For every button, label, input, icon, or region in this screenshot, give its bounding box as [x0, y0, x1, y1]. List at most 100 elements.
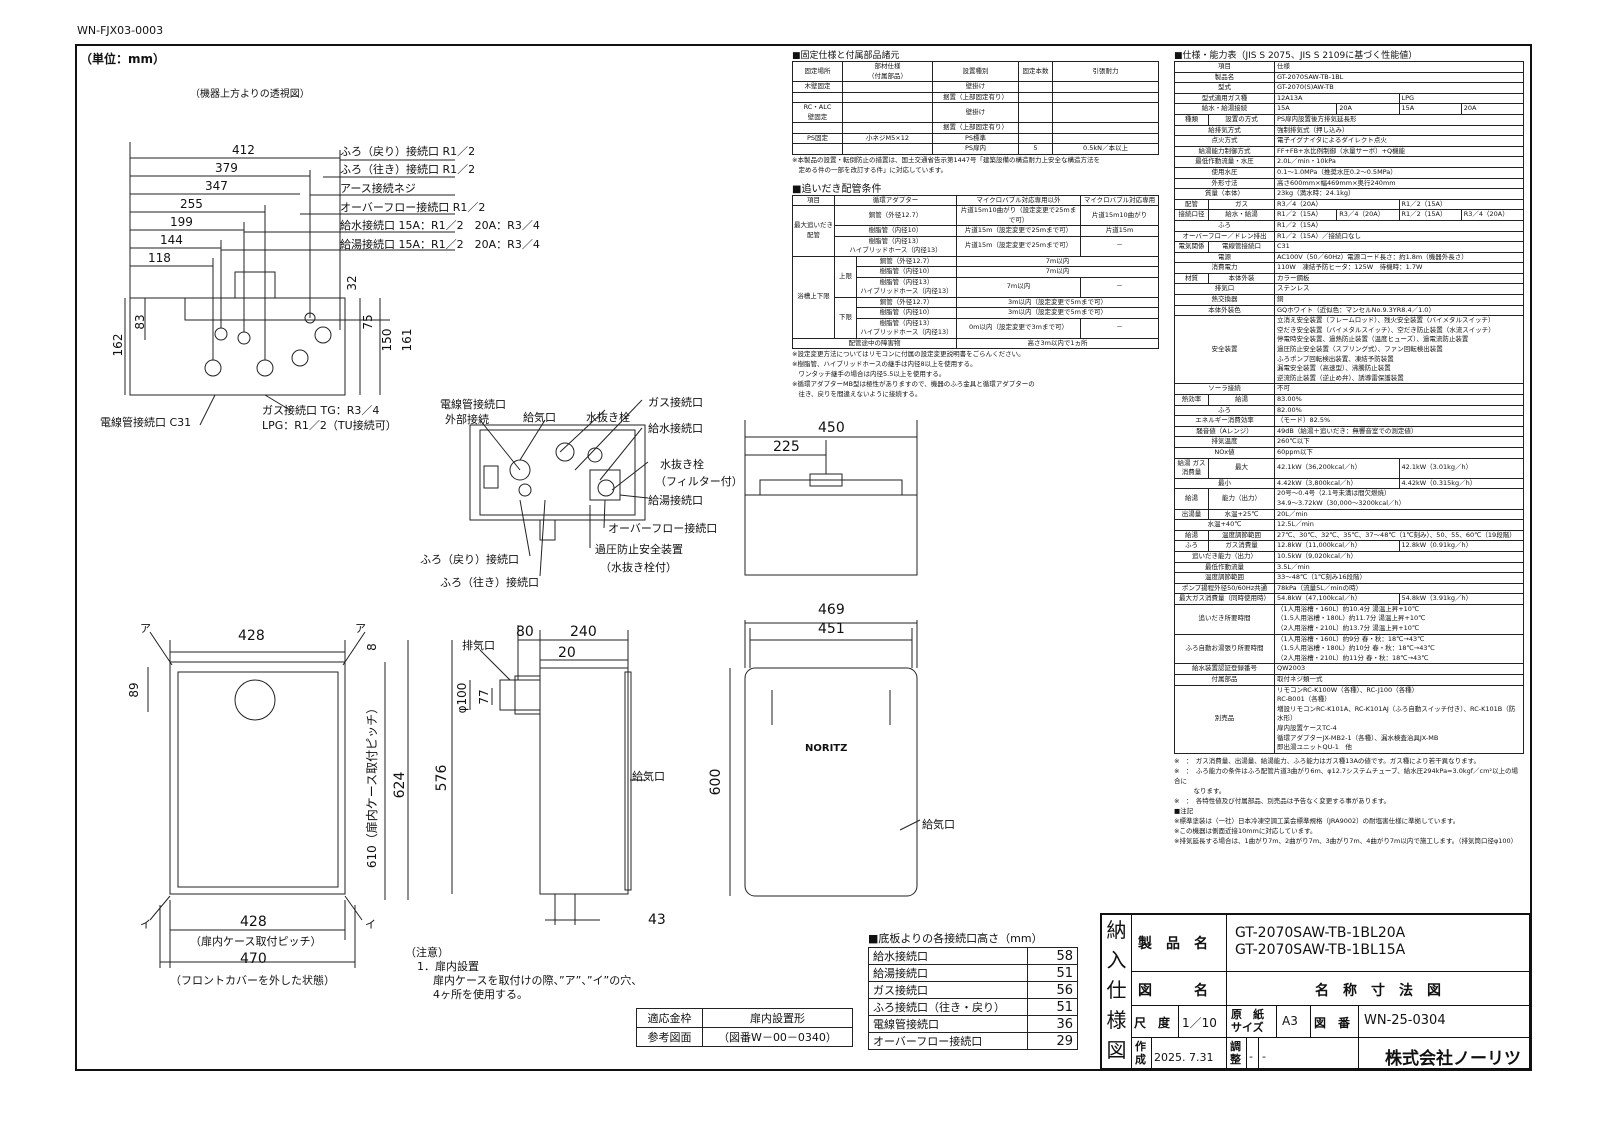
table-cell: 固定場所: [792, 61, 843, 82]
table-cell: 7m以内: [956, 266, 1159, 278]
table-cell: 下限: [834, 296, 857, 339]
label-hot-water: 給湯接続口 15A：R1／2 20A：R3／4: [340, 238, 540, 251]
fixing-row: 据置（上部固定有り）: [792, 91, 1159, 103]
table-cell: 出湯量: [1174, 508, 1209, 521]
table-cell: 7m以内: [956, 255, 1159, 267]
dim-379: 379: [215, 161, 238, 175]
spec-note: ※この機器は側面近接10mmに対応しています。: [1174, 826, 1317, 835]
table-cell: 排気温度: [1174, 436, 1275, 448]
table-cell: 不可: [1274, 383, 1524, 395]
drawing-frame: [75, 44, 1532, 1071]
table-cell: 0.5kN／本以上: [1052, 143, 1159, 155]
table-cell: 銅管（外径12.7）: [856, 255, 957, 267]
ov-hot: 給湯接続口: [648, 494, 703, 507]
case-dim-624: 624: [392, 771, 408, 799]
ov-bath-return: ふろ（戻り）接続口: [420, 553, 519, 566]
table-cell: 能力（出力）: [1208, 488, 1275, 510]
table-cell: 42.1kW（36,200kcal／h）: [1274, 457, 1400, 479]
table-cell: －: [1080, 317, 1159, 339]
table-cell: 温度調節範囲: [1174, 572, 1275, 584]
spec-row: 給湯能力（出力）20号～0.4号（2.1号未満は間欠燃焼） 34.9～3.72k…: [1174, 488, 1524, 510]
table-cell: 27℃、30℃、32℃、35℃、37～48℃（1℃刻み）、50、55、60℃（1…: [1274, 529, 1524, 542]
table-cell: 3.5L／min: [1274, 561, 1524, 574]
table-cell: 付属部品: [1174, 674, 1275, 686]
table-cell: [1018, 122, 1053, 134]
table-cell: R3／4（20A）: [1460, 209, 1525, 221]
fv-dim-451: 451: [818, 621, 845, 637]
table-cell: 最大追いだき配管: [792, 205, 835, 257]
table-cell: 7m以内: [956, 276, 1081, 298]
oidaki-row: 樹脂管（内径13） ハイブリッドホース（内径13）0m以内（設定変更で3mまで可…: [793, 317, 1159, 339]
table-cell: ガス消費量: [1208, 540, 1275, 552]
table-cell: 壁掛け: [932, 81, 1019, 93]
product-name: GT-2070SAW-TB-1BL15A: [1235, 942, 1406, 958]
table-cell: 12.5L／min: [1274, 519, 1524, 531]
table-cell: 接続口径: [1174, 209, 1209, 221]
fixing-row: 据置（上部固定有り）: [792, 122, 1159, 134]
spec-row: 項目仕様: [1174, 61, 1524, 73]
dim-225: 225: [773, 439, 800, 455]
table-cell: 片道15m: [1080, 225, 1159, 237]
table-cell: 材質: [1174, 272, 1209, 285]
table-cell: 樹脂管（内径13） ハイブリッドホース（内径13）: [834, 235, 957, 257]
ov-bath-go: ふろ（往き）接続口: [440, 576, 539, 589]
table-cell: 熱交換器: [1174, 294, 1275, 306]
table-cell: 銅: [1274, 294, 1524, 306]
ov-water: 給水接続口: [648, 422, 703, 435]
dim-32: 32: [345, 275, 359, 291]
dim-162: 162: [111, 333, 125, 357]
table-cell: 給湯能力制御方式: [1174, 145, 1275, 158]
top-view-outline: [124, 142, 455, 426]
table-cell: マイクロバブル対応専用以外: [956, 194, 1081, 206]
table-cell: 12.8kW（0.91kg／h）: [1398, 540, 1524, 552]
table-cell: 60ppm以下: [1274, 446, 1524, 459]
table-cell: 設置の方式: [1208, 113, 1275, 126]
table-cell: GT-2070SAW-TB-1BL: [1274, 71, 1524, 84]
fv-dim-600: 600: [708, 768, 724, 796]
table-cell: 最低作動流量・水圧: [1174, 156, 1275, 168]
table-cell: 片道15m10曲がり（設定変更で25mまで可）: [956, 205, 1081, 226]
cover-removed-label: （フロントカバーを外した状態）: [170, 974, 335, 987]
table-cell: 83.00%: [1274, 394, 1524, 406]
table-cell: 給湯: [1174, 529, 1209, 542]
fixing-row: RC・ALC 壁固定壁掛け: [792, 102, 1159, 123]
case-dim-89: 89: [127, 682, 141, 698]
spec-row: 追いだき能力（出力）10.5kW（9,020kcal／h）: [1174, 550, 1524, 563]
spec-row: 点火方式電子イグナイタによるダイレクト点火: [1174, 135, 1524, 147]
table-cell: 10.5kW（9,020kcal／h）: [1274, 550, 1524, 563]
cell: 適応金枠: [636, 1008, 703, 1028]
table-cell: [1018, 81, 1053, 93]
table-cell: オーバーフロー／ドレン排出: [1174, 230, 1275, 243]
table-cell: 110W 凍結予防ヒータ：125W 待機時：1.7W: [1274, 262, 1524, 274]
spec-note: ※ ： ガス消費量、出湯量、給湯能力、ふろ能力はガス種13Aの値です。ガス種によ…: [1174, 756, 1480, 765]
table-cell: 騒音値（Aレンジ）: [1174, 425, 1275, 438]
table-cell: ふろ自動お湯張り所要時間: [1174, 633, 1275, 665]
note: 往き、戻りを間違えないように接続する。: [792, 390, 922, 398]
dim-255: 255: [180, 197, 203, 211]
table-cell: エネルギー消費効率: [1174, 415, 1275, 427]
mark-i-right: イ: [365, 918, 376, 931]
scale-value: 1／10: [1179, 1006, 1227, 1038]
case-dim-8: 8: [365, 643, 379, 651]
table-cell: GT-2070(S)AW-TB: [1274, 82, 1524, 94]
table-cell: 取付ネジ類一式: [1274, 674, 1524, 686]
height-row: ふろ接続口（往き・戻り）51: [868, 998, 1078, 1016]
table-cell: ふろ接続口（往き・戻り）: [868, 998, 1028, 1016]
cell: 扉内設置形: [702, 1008, 853, 1028]
table-cell: 水温+25℃: [1208, 508, 1275, 521]
product-name: GT-2070SAW-TB-1BL20A: [1235, 925, 1406, 941]
oidaki-row: 樹脂管（内径13） ハイブリッドホース（内径13）7m以内－: [793, 276, 1159, 298]
ov-filter: （フィルター付）: [655, 475, 743, 488]
table-cell: R1／2（15A）: [1398, 198, 1524, 211]
table-cell: R1／2（15A）: [1274, 219, 1524, 232]
table-cell: 20号～0.4号（2.1号未満は間欠燃焼） 34.9～3.72kW（30,000…: [1274, 488, 1524, 510]
